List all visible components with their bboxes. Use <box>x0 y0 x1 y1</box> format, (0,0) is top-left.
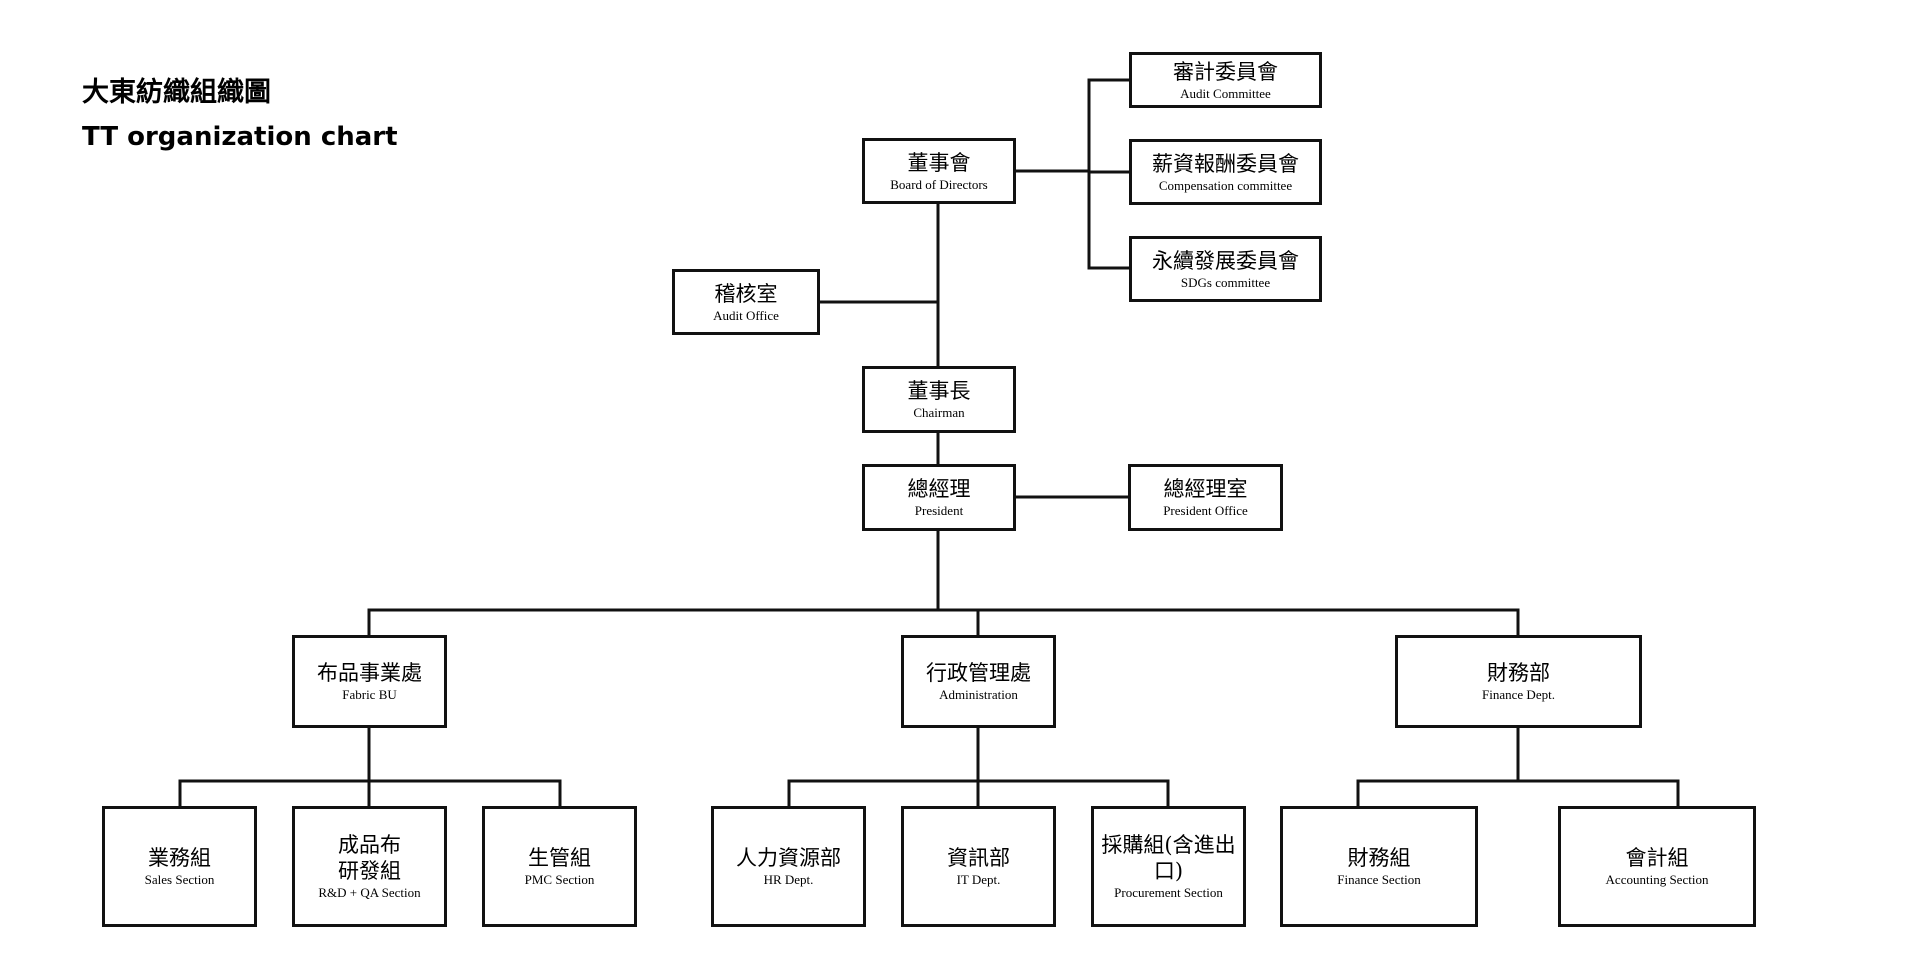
node-label-zh: 布品事業處 <box>317 661 422 685</box>
node-president-office: 總經理室 President Office <box>1128 464 1283 531</box>
node-chairman: 董事長 Chairman <box>862 366 1016 433</box>
node-label-zh: 財務組 <box>1347 846 1411 870</box>
node-label-zh: 生管組 <box>528 846 591 870</box>
node-label-en: Audit Committee <box>1180 85 1271 101</box>
node-label-en: IT Dept. <box>956 872 1001 887</box>
node-label-zh: 董事會 <box>907 150 971 175</box>
node-label-zh: 業務組 <box>148 846 211 870</box>
node-label-zh: 成品布 研發組 <box>338 833 401 883</box>
node-rdqa-section: 成品布 研發組 R&D + QA Section <box>292 806 447 927</box>
node-label-zh: 稽核室 <box>714 281 778 306</box>
node-administration: 行政管理處 Administration <box>901 635 1056 728</box>
node-label-zh: 會計組 <box>1625 846 1689 870</box>
node-label-en: Audit Office <box>713 307 779 323</box>
node-board-of-directors: 董事會 Board of Directors <box>862 138 1016 204</box>
node-label-zh: 薪資報酬委員會 <box>1152 151 1299 176</box>
node-label-zh: 審計委員會 <box>1173 59 1278 84</box>
node-label-en: Accounting Section <box>1605 872 1709 887</box>
node-label-en: SDGs committee <box>1180 274 1271 290</box>
chart-title-chinese: 大東紡織組織圖 <box>82 77 271 108</box>
node-label-zh: 永續發展委員會 <box>1152 248 1299 273</box>
node-label-en: Fabric BU <box>342 687 397 702</box>
node-label-en: President Office <box>1163 503 1248 518</box>
node-label-zh: 行政管理處 <box>926 661 1031 685</box>
node-label-en: Procurement Section <box>1114 885 1223 900</box>
node-sdgs-committee: 永續發展委員會 SDGs committee <box>1129 236 1322 302</box>
node-label-zh: 董事長 <box>907 379 971 403</box>
node-label-en: President <box>914 503 964 518</box>
chart-title-english: TT organization chart <box>82 122 398 152</box>
node-finance-section: 財務組 Finance Section <box>1280 806 1478 927</box>
node-label-en: Compensation committee <box>1158 177 1293 193</box>
node-pmc-section: 生管組 PMC Section <box>482 806 637 927</box>
node-accounting-section: 會計組 Accounting Section <box>1558 806 1756 927</box>
node-label-zh: 財務部 <box>1487 661 1550 685</box>
node-sales-section: 業務組 Sales Section <box>102 806 257 927</box>
node-label-en: R&D + QA Section <box>318 885 421 900</box>
node-procurement-section: 採購組(含進出 口) Procurement Section <box>1091 806 1246 927</box>
node-label-en: Finance Section <box>1337 872 1421 887</box>
node-label-en: Chairman <box>913 405 965 420</box>
node-audit-office: 稽核室 Audit Office <box>672 269 820 335</box>
node-label-zh: 總經理室 <box>1163 477 1248 501</box>
node-label-en: Board of Directors <box>890 176 988 192</box>
node-label-zh: 總經理 <box>907 477 971 501</box>
node-label-en: Sales Section <box>144 872 215 887</box>
node-label-zh: 資訊部 <box>947 846 1010 870</box>
node-label-en: Finance Dept. <box>1482 687 1555 702</box>
node-fabric-bu: 布品事業處 Fabric BU <box>292 635 447 728</box>
node-president: 總經理 President <box>862 464 1016 531</box>
node-label-en: HR Dept. <box>763 872 814 887</box>
node-audit-committee: 審計委員會 Audit Committee <box>1129 52 1322 108</box>
node-compensation-committee: 薪資報酬委員會 Compensation committee <box>1129 139 1322 205</box>
node-label-zh: 人力資源部 <box>736 846 841 870</box>
node-finance-dept: 財務部 Finance Dept. <box>1395 635 1642 728</box>
node-label-en: Administration <box>939 687 1018 702</box>
node-hr-dept: 人力資源部 HR Dept. <box>711 806 866 927</box>
node-label-zh: 採購組(含進出 口) <box>1101 833 1236 883</box>
node-label-en: PMC Section <box>524 872 595 887</box>
chart-titles: 大東紡織組織圖 TT organization chart <box>82 76 398 154</box>
node-it-dept: 資訊部 IT Dept. <box>901 806 1056 927</box>
